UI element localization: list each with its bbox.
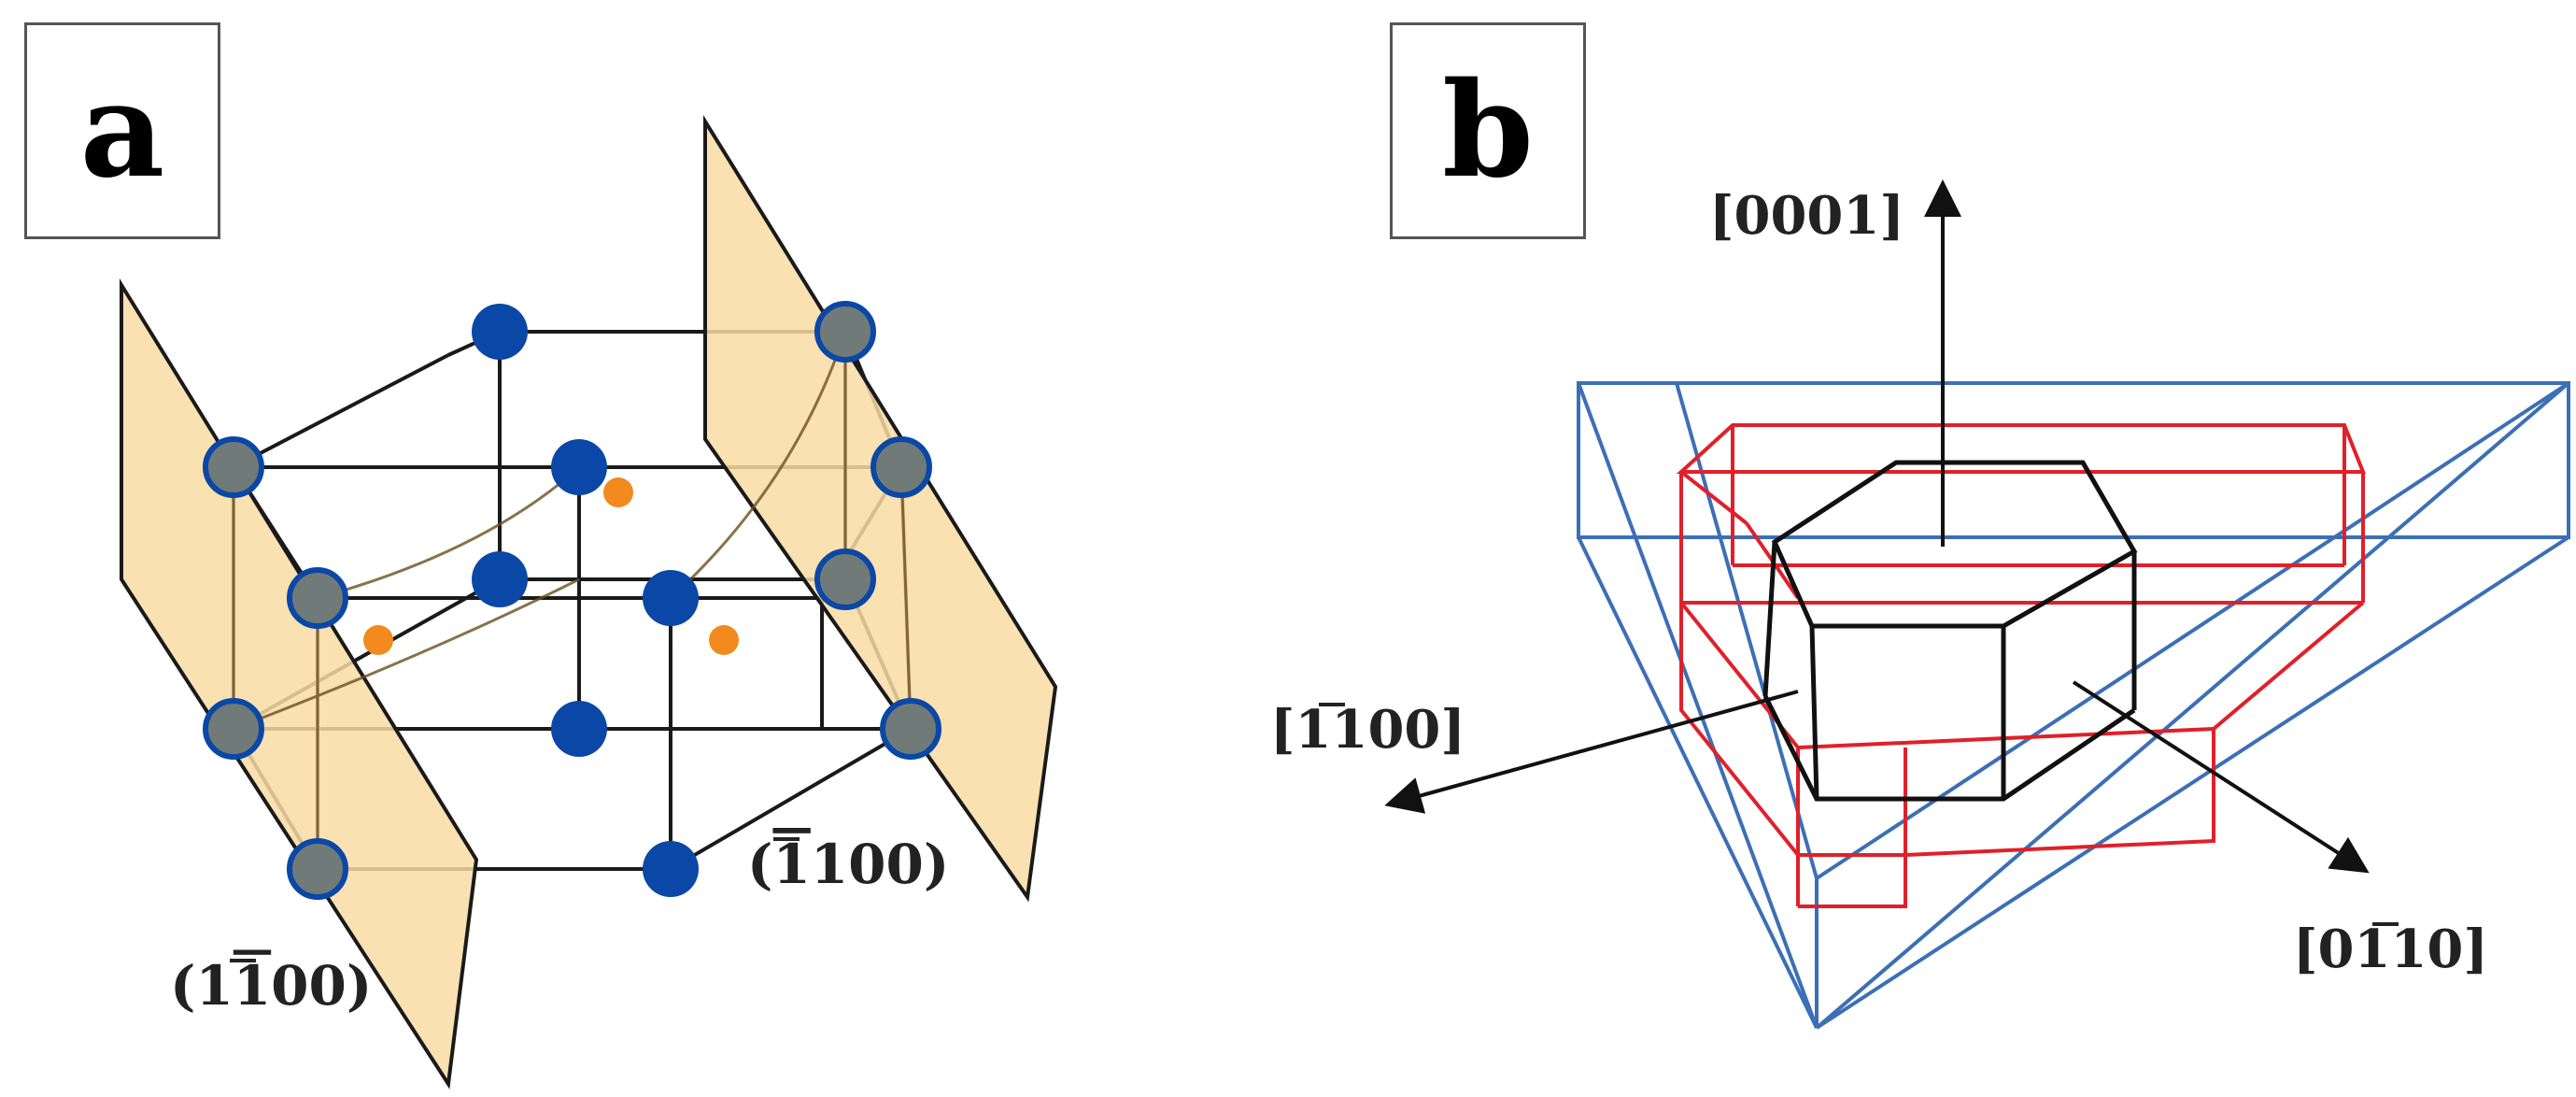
panel-b-diagram: [0001] [1100] [0110] (1270, 179, 2570, 1030)
atom-on-plane (870, 436, 932, 498)
atom-on-plane (287, 567, 348, 629)
atom-blue (551, 701, 607, 757)
direction-arrows (1384, 179, 2370, 874)
plane-right (703, 114, 1058, 903)
arrow-1-100 (1384, 690, 1799, 814)
direction-label-0001: [0001] (1709, 185, 1904, 247)
plane-label-left: (1100) (170, 954, 372, 1018)
atom-blue (472, 551, 528, 607)
atom-on-plane (203, 698, 264, 760)
atom-on-plane (203, 436, 264, 498)
blue-prism (1577, 381, 2570, 1030)
atom-on-plane (814, 301, 876, 363)
atom-on-plane (287, 838, 348, 900)
atom-blue (643, 570, 699, 626)
atom-orange (363, 625, 393, 655)
atom-orange (709, 625, 739, 655)
atom-orange (603, 477, 633, 507)
direction-label-01-10: [0110] (2293, 919, 2488, 980)
arrow-01-10 (2072, 680, 2370, 874)
panel-b-label: b (1390, 22, 1586, 239)
atom-blue (643, 841, 699, 897)
hexagonal-crystal (1762, 460, 2138, 802)
direction-label-1-100: [1100] (1270, 699, 1465, 761)
plane-label-right: (1100) (747, 833, 949, 896)
panel-a-label: a (24, 22, 220, 239)
atom-blue (472, 304, 528, 360)
atom-blue (551, 439, 607, 495)
atom-on-plane (880, 698, 941, 760)
panel-a-diagram: (1100) (1100) (120, 114, 1058, 1090)
atom-on-plane (814, 548, 876, 610)
